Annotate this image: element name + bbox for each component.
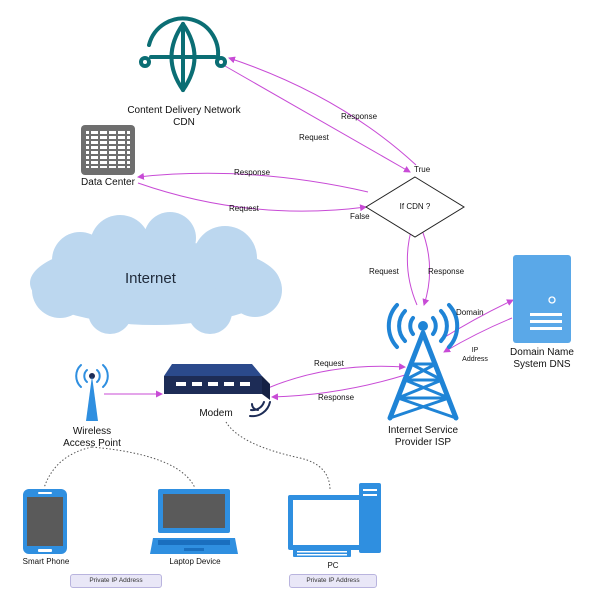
pc-label: PC (327, 561, 339, 570)
pc-icon (288, 483, 381, 557)
data-center-icon (81, 125, 135, 175)
modem-icon (164, 364, 270, 400)
laptop-icon (150, 489, 238, 554)
dc-request-arrow (137, 182, 367, 212)
cdn-label: Content Delivery Network CDN (104, 105, 264, 129)
decision-true-label: True (414, 165, 431, 174)
cdn-label-line1: Content Delivery Network (127, 105, 241, 116)
dc-request-label: Request (229, 204, 259, 213)
dc-response-arrow (137, 172, 369, 193)
modem-response-arrow (271, 374, 406, 401)
internet-label: Internet (125, 270, 176, 287)
cdn-request-label: Request (299, 133, 329, 142)
isp-response-label: Response (428, 267, 465, 276)
wap-to-laptop-link (91, 446, 196, 489)
dns-server-icon (513, 255, 571, 343)
wap-label-line1: Wireless (72, 426, 112, 437)
isp-response-arrow (419, 224, 431, 306)
smartphone-icon (23, 489, 67, 554)
modem-label: Modem (199, 408, 233, 419)
modem-response-label: Response (318, 393, 355, 402)
dns-label-line2: System DNS (513, 359, 571, 370)
wireless-access-point-icon (75, 364, 109, 421)
wap-to-phone-link (43, 446, 93, 489)
internet-cloud (30, 212, 282, 334)
private-ip-badge-left: Private IP Address (70, 574, 162, 588)
dns-label-line1: Domain Name (510, 347, 574, 358)
isp-label-line1: Internet Service (387, 425, 459, 436)
modem-request-label: Request (314, 359, 344, 368)
isp-label: Internet Service Provider ISP (370, 425, 476, 449)
wap-label-line2: Access Point (63, 438, 121, 449)
wifi-signal-icon (249, 401, 271, 418)
dc-response-label: Response (234, 168, 271, 177)
connection-arrows (104, 56, 514, 401)
cdn-label-line2: CDN (173, 117, 195, 128)
laptop-label: Laptop Device (169, 557, 221, 566)
dns-label: Domain Name System DNS (496, 347, 588, 371)
data-center-label: Data Center (81, 177, 135, 188)
dns-ip-label-line2: Address (462, 356, 488, 363)
dns-domain-arrow (439, 299, 514, 341)
dns-domain-label: Domain (456, 308, 484, 317)
private-ip-badge-right: Private IP Address (289, 574, 377, 588)
modem-to-pc-link (225, 421, 331, 491)
smartphone-label: Smart Phone (22, 557, 70, 566)
isp-tower-icon (386, 303, 460, 421)
dotted-links (43, 421, 331, 491)
cdn-request-arrow (224, 65, 411, 173)
modem-request-arrow (267, 363, 406, 389)
dns-ip-label: IP Address (460, 346, 490, 364)
decision-label: If CDN ? (399, 202, 431, 211)
dns-ip-label-line1: IP (471, 347, 479, 354)
wap-label: Wireless Access Point (52, 426, 132, 450)
globe-icon (139, 16, 227, 92)
cdn-response-label: Response (341, 112, 378, 121)
isp-label-line2: Provider ISP (394, 437, 452, 448)
cdn-response-arrow (228, 56, 417, 166)
decision-false-label: False (350, 212, 370, 221)
decision-diamond (365, 176, 465, 238)
isp-request-label: Request (369, 267, 399, 276)
